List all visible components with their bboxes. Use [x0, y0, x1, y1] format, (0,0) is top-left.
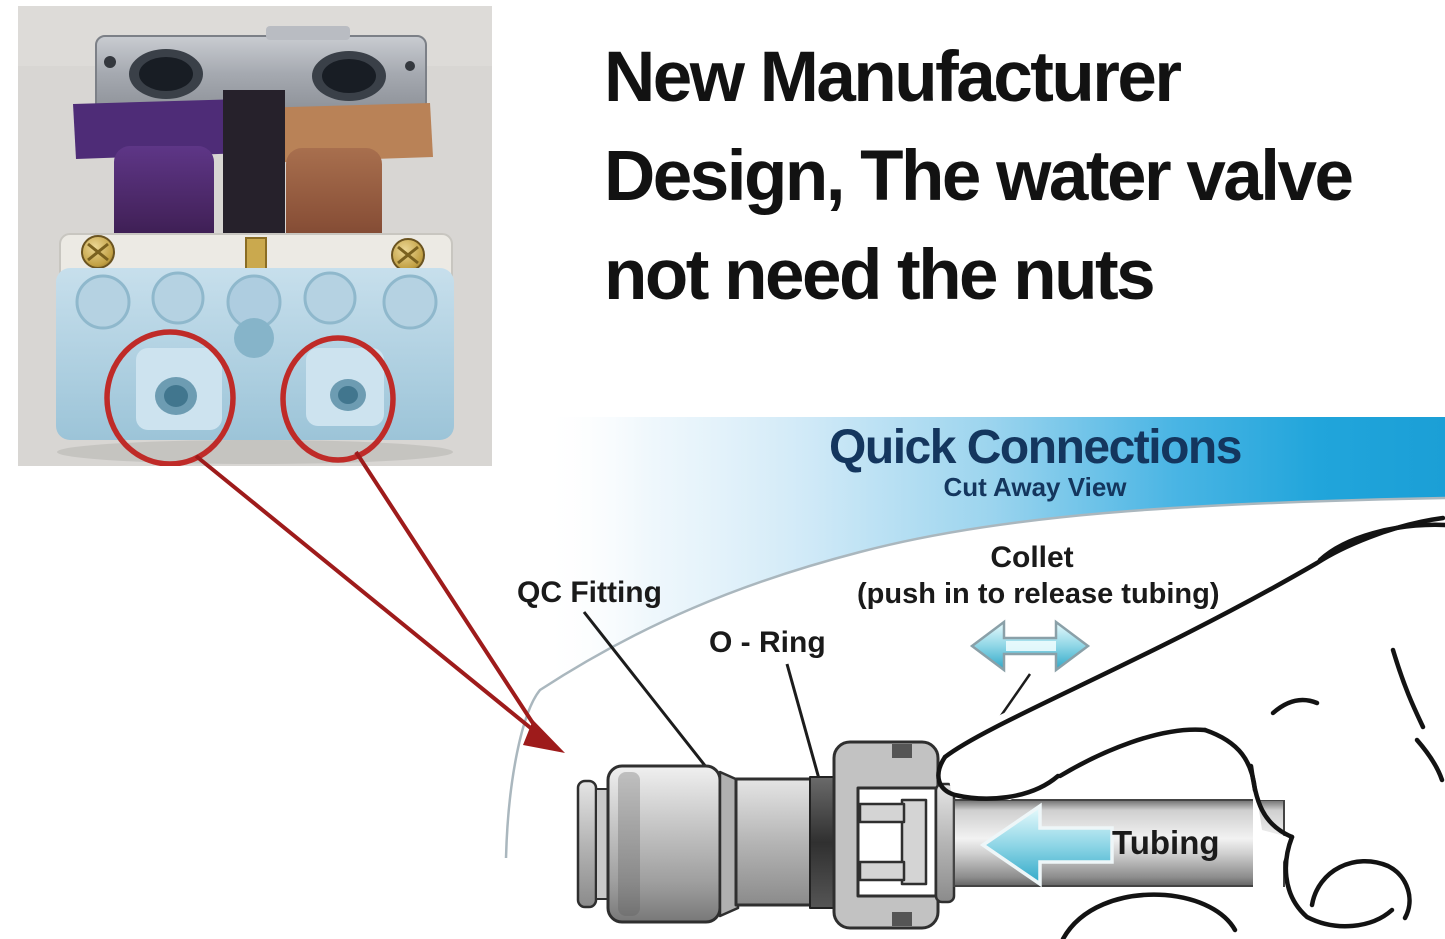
water-valve-photo [18, 6, 492, 466]
collet-tooth-upper [858, 802, 906, 824]
label-collet-title: Collet [990, 541, 1074, 574]
headline-line-1: New Manufacturer [604, 38, 1182, 117]
tubing-direction-arrow-icon [979, 802, 1114, 888]
label-collet-note: (push in to release tubing) [857, 578, 1220, 610]
red-arrowhead [523, 720, 565, 753]
red-highlight-circle-left [104, 329, 236, 466]
hand-illustration [936, 505, 1445, 939]
diagram-title: Quick Connections [829, 421, 1242, 474]
purple-coil-tab [73, 99, 246, 159]
o-ring-band [809, 776, 835, 909]
label-qc-fitting: QC Fitting [517, 576, 662, 609]
qc-fitting-illustration [576, 740, 956, 930]
fitting-mid-section [734, 777, 814, 907]
collet-collar-ring [934, 782, 956, 904]
diagram-subtitle: Cut Away View [943, 472, 1127, 502]
blue-valve-body [56, 268, 454, 440]
blue-swoosh-band [540, 417, 1445, 690]
headline-line-3: not need the nuts [604, 236, 1156, 315]
push-pull-double-arrow-icon [969, 619, 1091, 673]
label-collet: Collet (push in to release tubing) [857, 540, 1220, 612]
label-tubing: Tubing [1112, 824, 1220, 861]
red-highlight-circle-right [280, 335, 396, 463]
collet-tooth-lower [858, 860, 906, 882]
center-block [223, 90, 285, 242]
label-o-ring: O - Ring [709, 626, 826, 659]
fitting-end-flange [576, 779, 598, 909]
red-pointer-lines [194, 450, 565, 753]
headline-line-2: Design, The water valve [604, 137, 1354, 216]
fingertip-outline [936, 754, 1061, 801]
copper-coil-tab [256, 103, 433, 163]
headline: New Manufacturer Design, The water valve… [604, 28, 1445, 325]
